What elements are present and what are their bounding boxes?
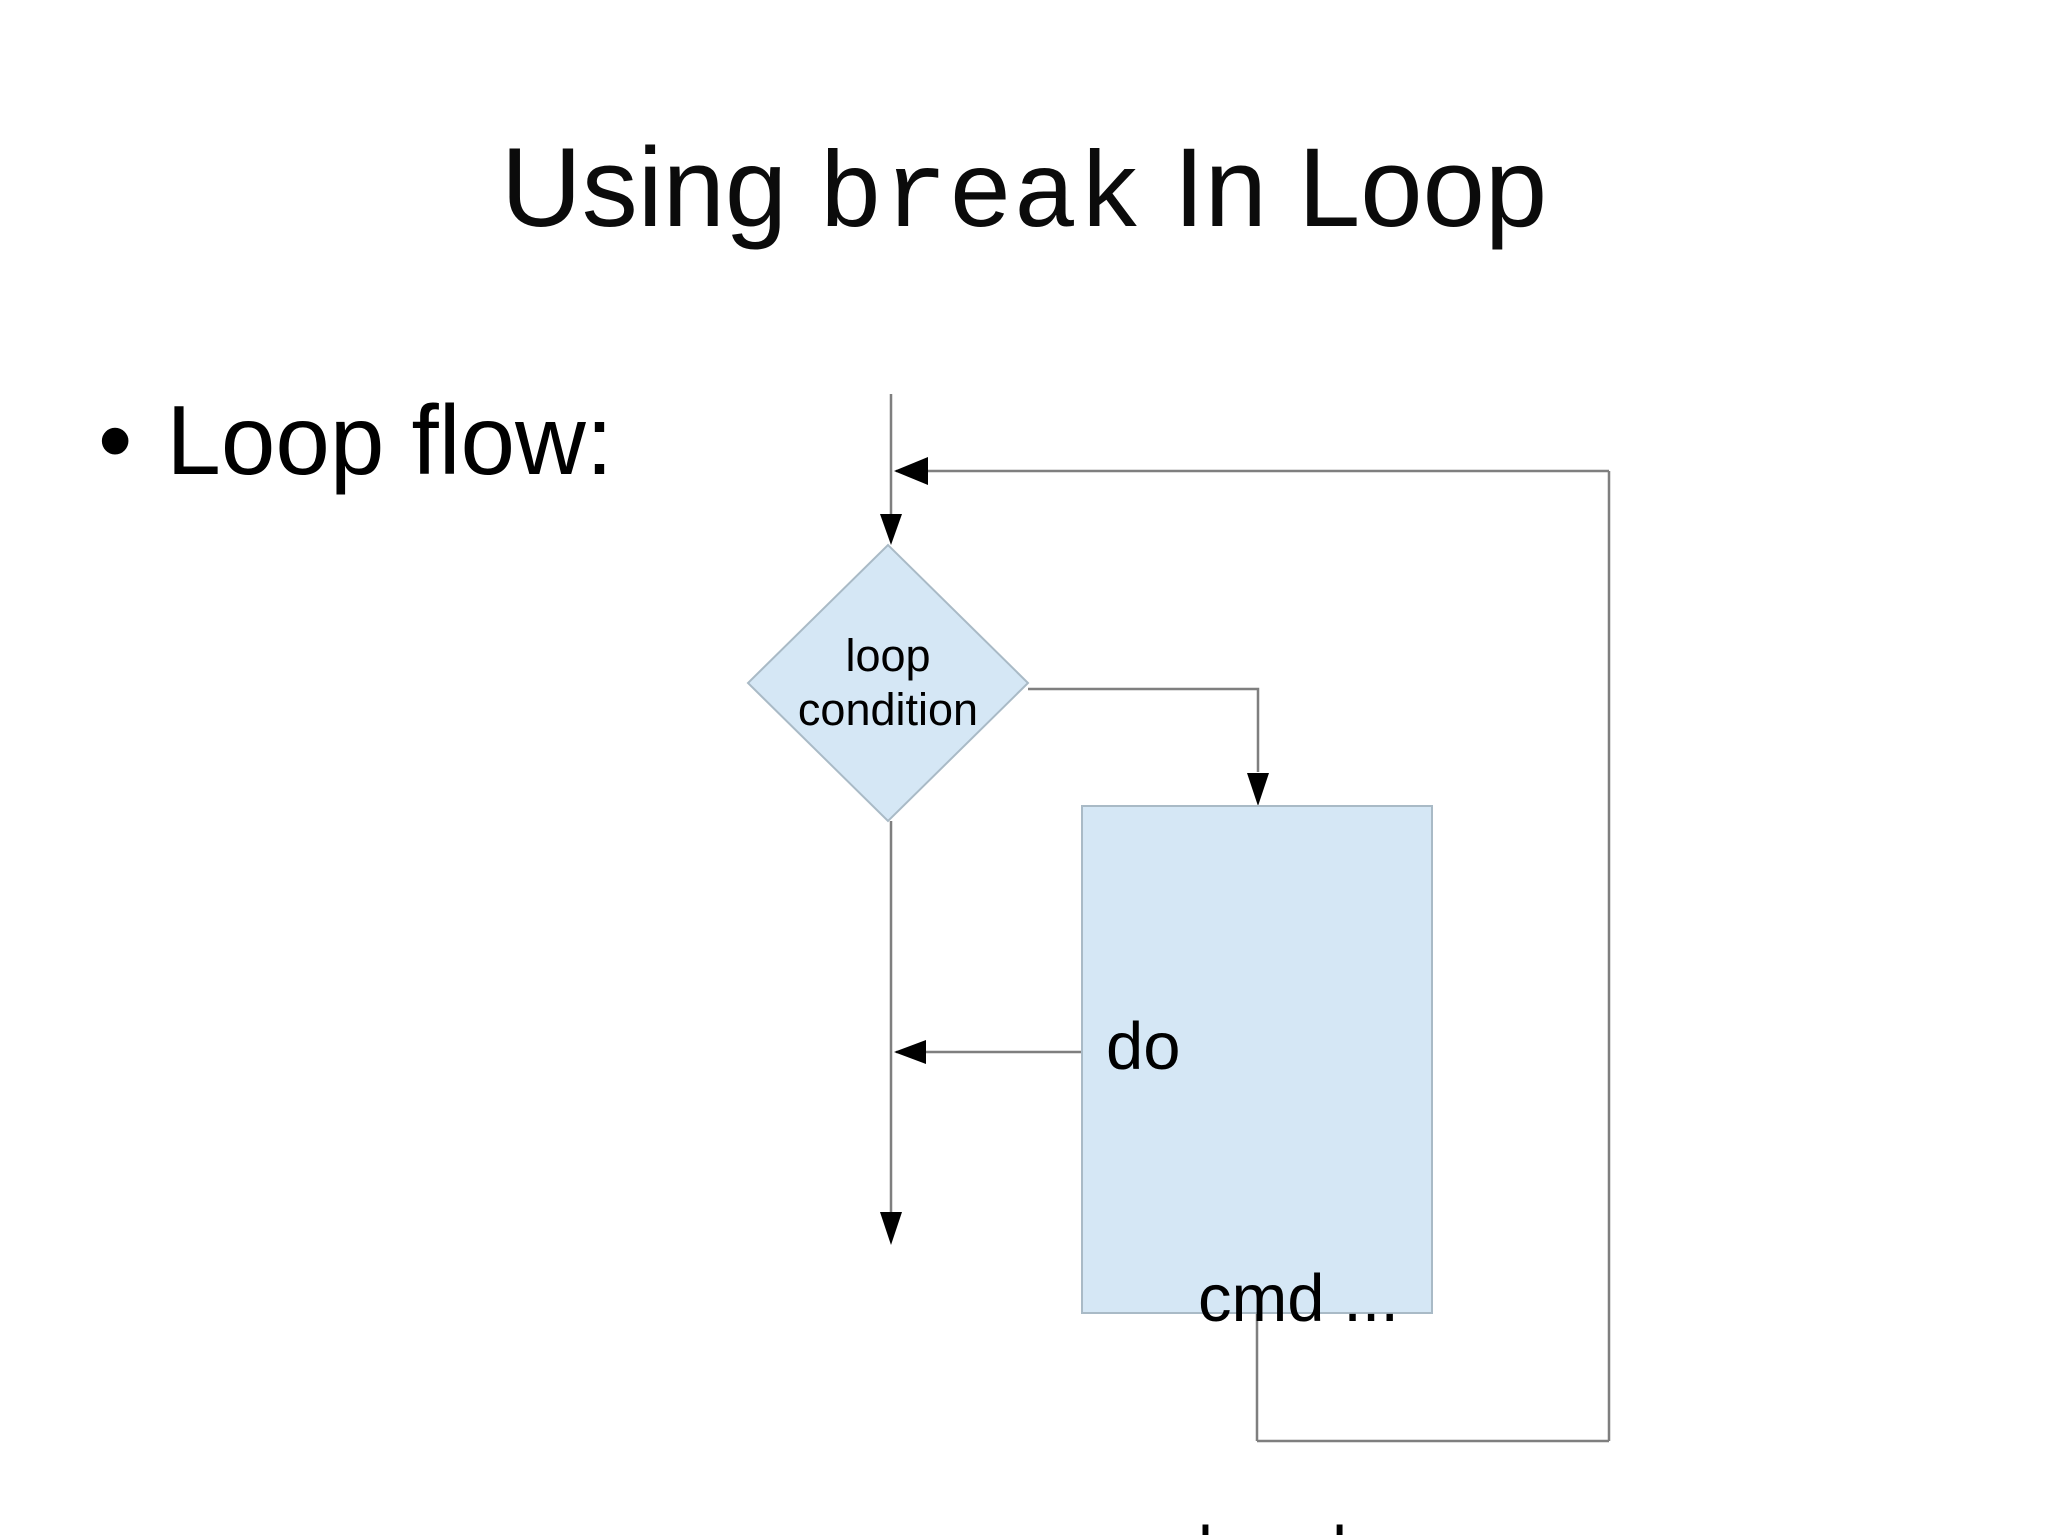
connectors <box>889 394 1611 1443</box>
condition-label-line1: loop <box>845 630 931 681</box>
loop-body-box <box>1081 805 1433 1314</box>
loop-condition-diamond <box>746 543 1030 823</box>
condition-label-line2: condition <box>797 684 979 735</box>
bullet-item: • Loop flow: <box>98 380 613 500</box>
arrowhead-loopback-left-icon <box>894 457 928 485</box>
slide-title: Using break In Loop <box>0 118 2048 268</box>
bullet-label: Loop flow: <box>166 385 614 495</box>
connector-diamond-to-box <box>1028 687 1260 772</box>
arrowheads <box>880 457 1269 1245</box>
arrowhead-break-left-icon <box>894 1040 926 1064</box>
shapes <box>746 543 1433 1314</box>
code-line-break: break <box>1082 1509 1432 1535</box>
title-text-suffix: In Loop <box>1142 125 1548 250</box>
code-line-do: do <box>1106 1009 1181 1084</box>
condition-label: loop condition <box>748 629 1028 737</box>
loop-body-code: do cmd ... break cmd ... done <box>1082 806 1432 1535</box>
code-line-cmd1: cmd ... <box>1198 1261 1400 1336</box>
arrowhead-into-box-icon <box>1247 773 1269 806</box>
title-code-word: break <box>818 137 1143 259</box>
arrowhead-flow-end-icon <box>880 1212 902 1245</box>
bullet-marker-icon: • <box>98 385 133 495</box>
title-text-prefix: Using <box>500 125 819 250</box>
arrowhead-into-diamond-icon <box>880 514 902 545</box>
